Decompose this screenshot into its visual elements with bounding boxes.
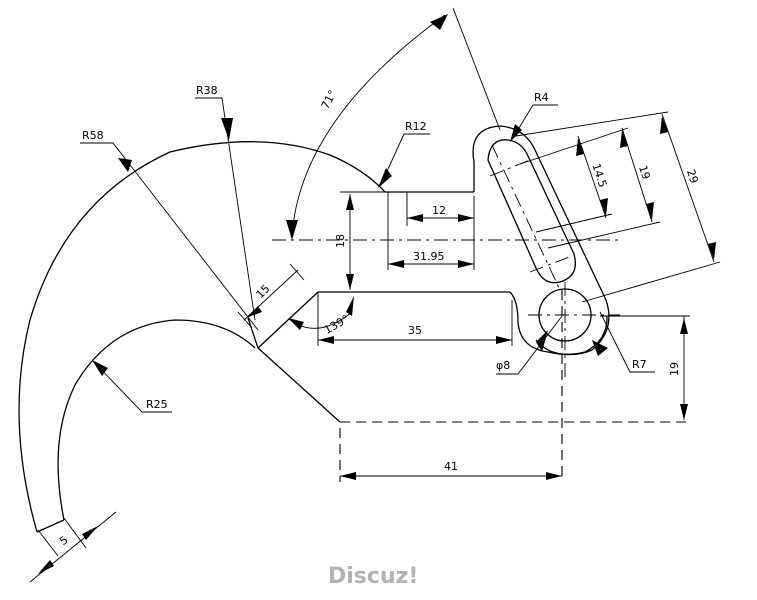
dim-18-arrow-a <box>346 194 354 210</box>
phi8-arrowhead <box>536 330 548 352</box>
label-29: 29 <box>684 168 701 185</box>
angle-71-arrow-top <box>430 14 448 30</box>
r25-leader <box>93 361 172 413</box>
dim-19-right-arrow-a <box>680 318 688 334</box>
dim-35-arrow-a <box>318 336 334 344</box>
dim-15-ext-b <box>289 263 305 281</box>
r25-arrowhead <box>92 360 108 376</box>
slot-ext-2 <box>519 127 629 165</box>
label-r4: R4 <box>534 91 549 104</box>
phi8-leader <box>496 315 563 375</box>
dim-41-arrow-b <box>546 472 562 480</box>
dim-5-ext-a <box>37 529 59 557</box>
r4-arrowhead <box>510 124 522 142</box>
inner-arc-r25 <box>57 319 256 521</box>
outer-arc-r58 <box>18 141 386 533</box>
hole-arc-r7 <box>535 315 608 355</box>
slot-axis-centerline <box>491 144 561 291</box>
label-phi8: φ8 <box>496 359 510 372</box>
dim-29-arrow-a <box>660 116 668 134</box>
angle-71-ext-line <box>452 7 501 131</box>
lower-body-edge <box>257 347 341 423</box>
dim-29-line <box>661 113 715 263</box>
dim-14-5-arrow-b <box>600 198 608 216</box>
hidden-lines <box>339 290 690 482</box>
hook-tip-edge <box>247 317 259 349</box>
dim-5-arrow-b <box>82 526 98 540</box>
dim-19-right-arrow-b <box>680 404 688 420</box>
label-31-95: 31.95 <box>413 250 445 263</box>
slot-and-hole <box>487 139 608 355</box>
r4-leader <box>513 104 558 137</box>
r12-leader <box>381 133 430 183</box>
inner-shelf-curve <box>509 291 549 353</box>
r7-arrowhead <box>592 340 608 356</box>
label-r25: R25 <box>146 398 168 411</box>
label-15: 15 <box>254 282 273 301</box>
label-r7: R7 <box>632 358 647 371</box>
slot-ext-3 <box>535 213 613 233</box>
part-outline <box>18 125 610 533</box>
dim-19-arrow-a <box>620 130 628 148</box>
slot-ext-1 <box>515 111 669 137</box>
dim-19-arrow-b <box>646 202 654 220</box>
angle-71-arc <box>291 14 446 237</box>
slot-ext-5 <box>581 261 721 303</box>
hook-tip-end-line <box>36 519 65 533</box>
r7-leader <box>599 311 655 373</box>
label-35: 35 <box>408 324 422 337</box>
label-5: 5 <box>57 533 71 548</box>
r12-arrowhead <box>378 168 392 188</box>
label-r58: R58 <box>82 129 104 142</box>
label-angle-71: 71° <box>319 88 340 111</box>
dim-31-95-arrow-b <box>458 260 474 268</box>
angle-139-arrow-b <box>346 296 354 316</box>
center-lines <box>272 144 620 380</box>
label-r12: R12 <box>405 120 427 133</box>
dim-18-arrow-b <box>346 274 354 290</box>
label-19-slot: 19 <box>636 164 653 181</box>
dim-31-95-arrow-a <box>388 260 404 268</box>
dim-14-5-line <box>577 135 607 219</box>
label-19-right: 19 <box>668 362 681 376</box>
dim-5-arrow-a <box>38 560 54 574</box>
slot-outline <box>487 139 577 284</box>
r38-arrowhead <box>221 118 233 140</box>
dim-29-arrow-b <box>708 242 716 260</box>
dim-12-arrow-b <box>458 214 474 222</box>
dim-41-arrow-a <box>340 472 356 480</box>
dimension-lines <box>29 7 721 583</box>
dim-15-ext-a <box>237 311 253 329</box>
dim-12-arrow-a <box>407 214 423 222</box>
dim-14-5-arrow-a <box>576 138 584 156</box>
dim-35-arrow-b <box>496 336 512 344</box>
dim-15-arrow <box>246 306 262 318</box>
label-angle-139: 139° <box>322 312 351 337</box>
slot-center-cross-2 <box>529 255 573 273</box>
tip-to-inner-edge <box>257 291 319 349</box>
angle-71-arrow-bottom <box>286 220 298 240</box>
slot-ext-4 <box>547 221 661 249</box>
angle-139-arrow-a <box>288 318 304 330</box>
r58-arrowhead <box>118 158 132 172</box>
label-12: 12 <box>432 204 446 217</box>
dim-5-ext-b <box>63 517 87 549</box>
label-r38: R38 <box>196 84 218 97</box>
label-14-5: 14.5 <box>589 162 609 189</box>
watermark: Discuz! <box>328 564 418 589</box>
r58-leader <box>80 142 259 331</box>
r38-leader <box>195 97 256 321</box>
label-41: 41 <box>444 460 458 473</box>
label-18: 18 <box>334 234 347 248</box>
